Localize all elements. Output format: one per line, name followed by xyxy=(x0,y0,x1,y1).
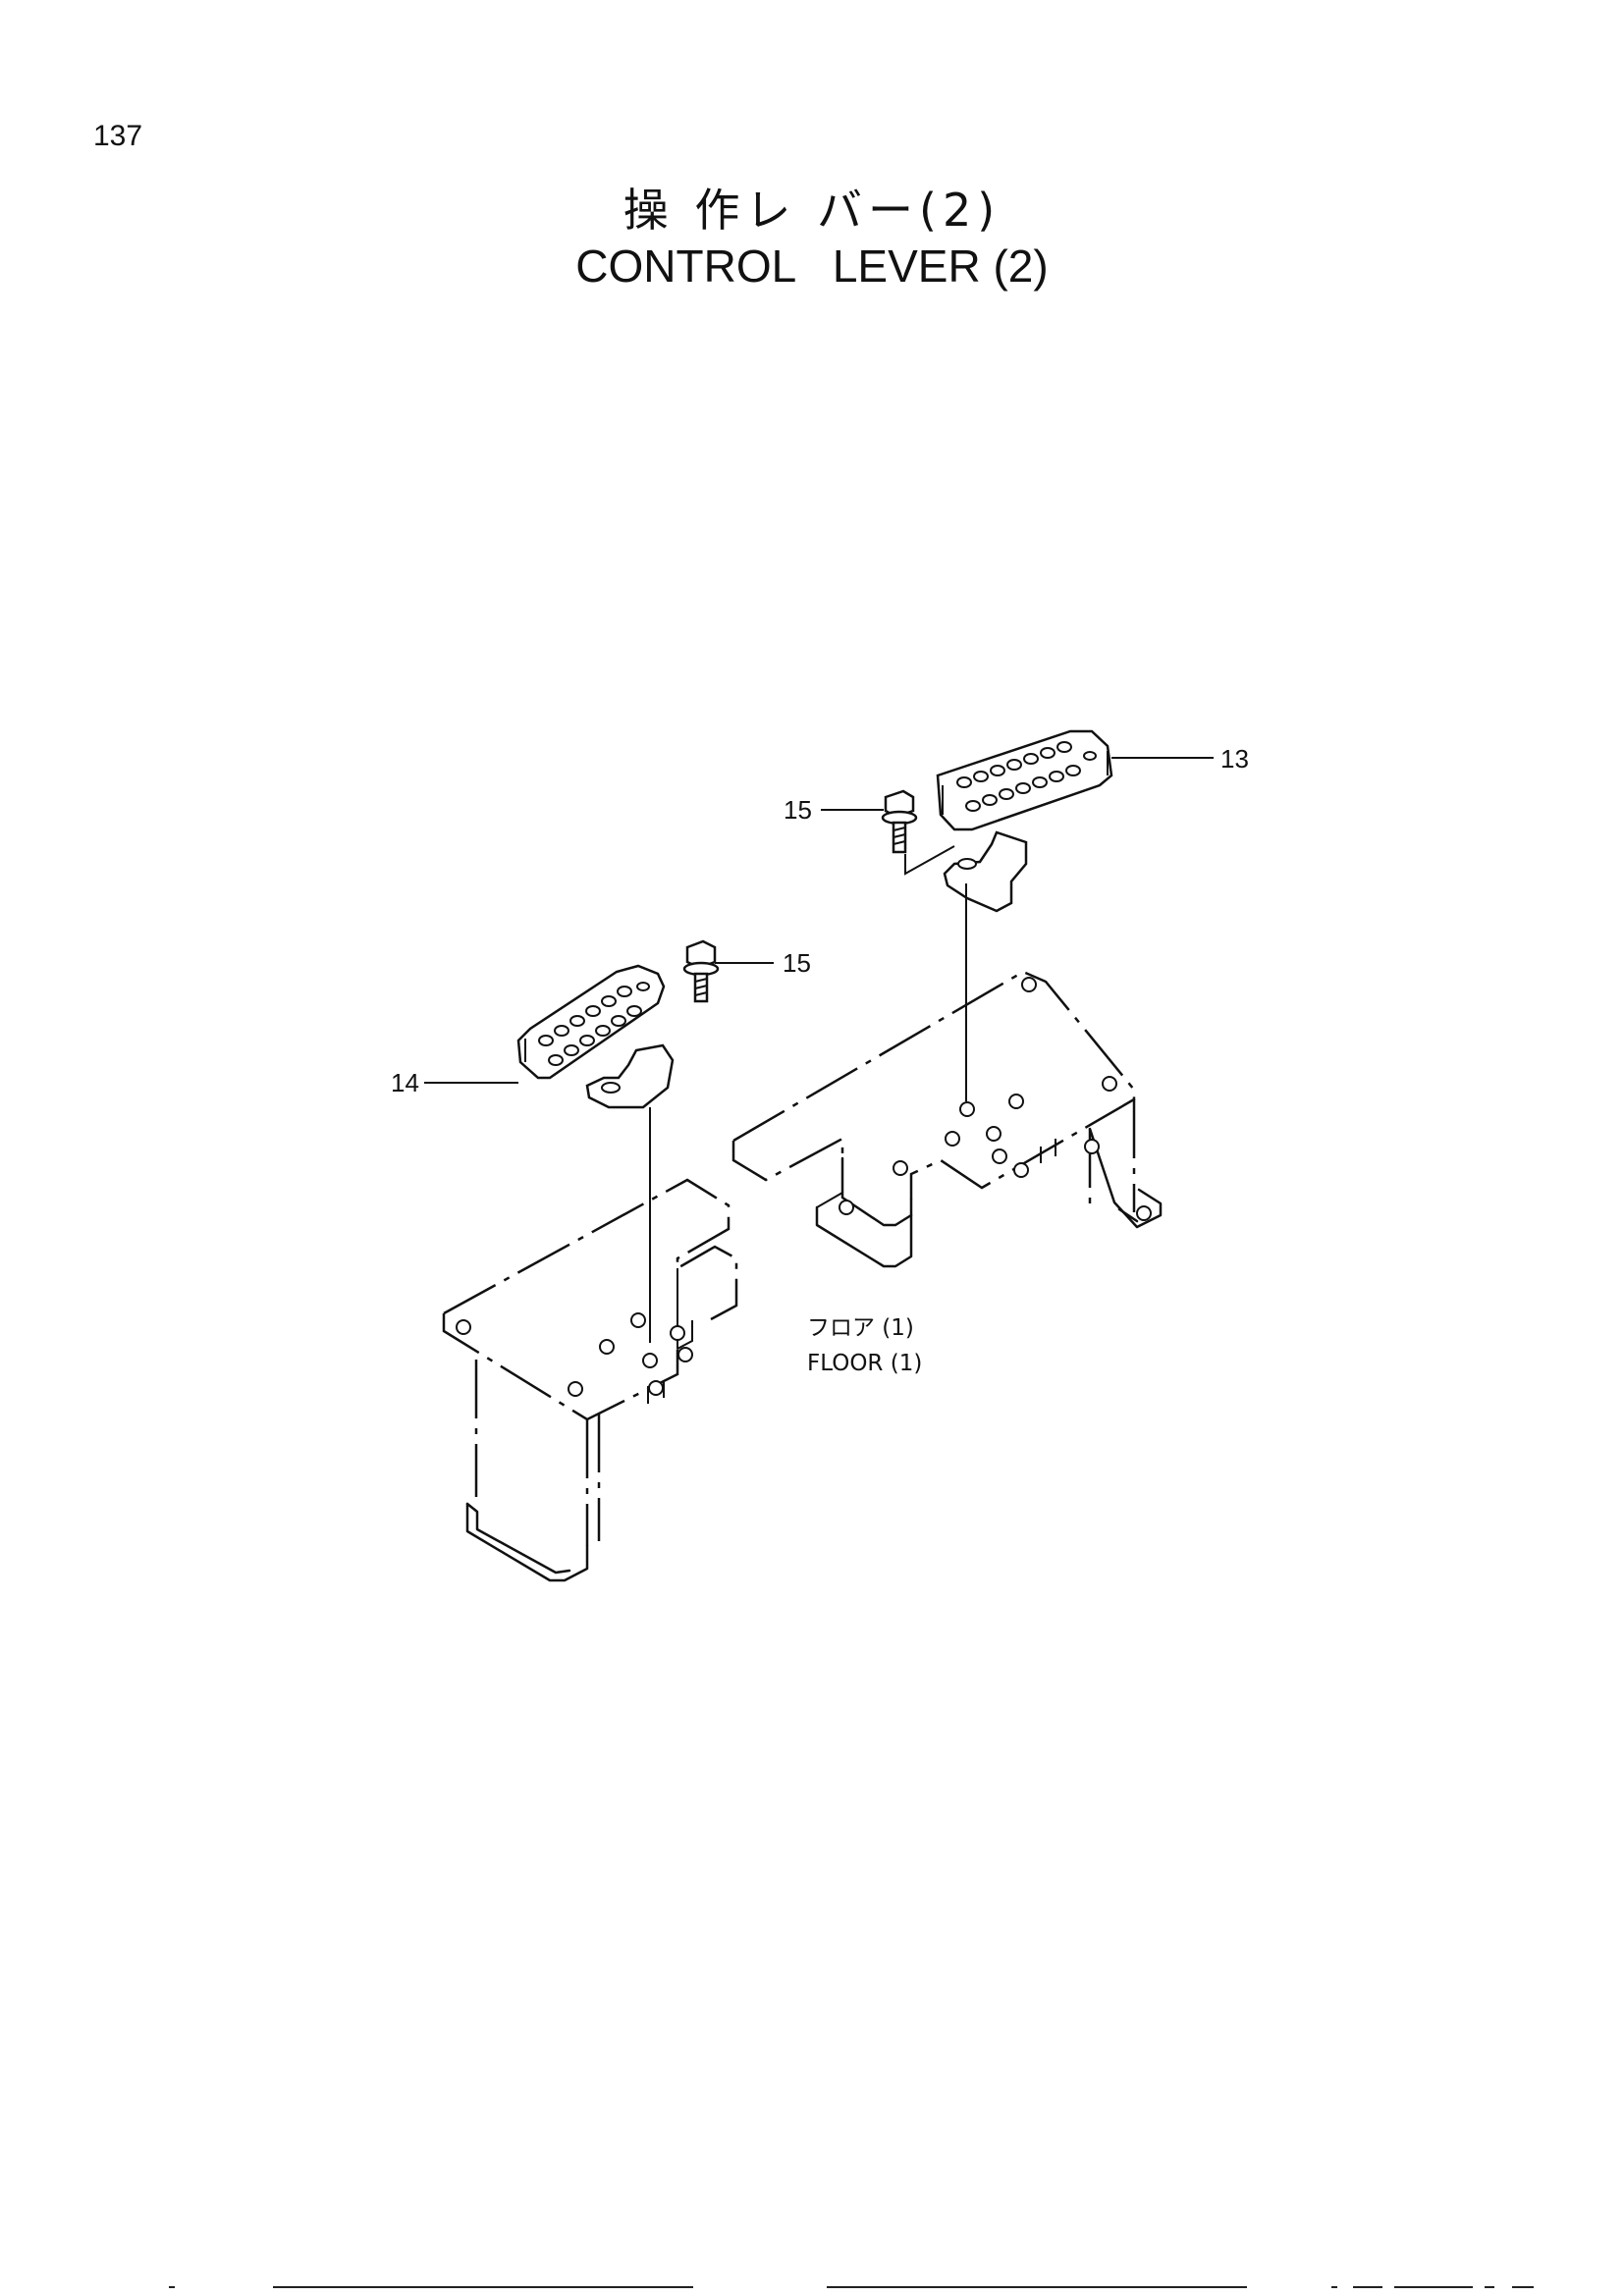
callout-15-left: 15 xyxy=(783,948,811,978)
bolt-left-icon xyxy=(682,939,720,1003)
pedal-right-icon xyxy=(936,729,1113,913)
title-english: CONTROL LEVER (2) xyxy=(575,240,1049,292)
page-number: 137 xyxy=(93,120,143,152)
pedal-holes-right xyxy=(956,741,1097,812)
callout-14: 14 xyxy=(391,1068,419,1097)
callout-13: 13 xyxy=(1220,744,1249,774)
bolt-right-icon xyxy=(881,789,955,876)
pedal-left-icon xyxy=(516,964,675,1109)
floor-plate-right xyxy=(731,970,1163,1268)
title-japanese: 操 作レ バー(2) xyxy=(623,184,1001,237)
floor-label-english: FLOOR (1) xyxy=(807,1351,922,1376)
floor-plate-left xyxy=(442,1178,738,1582)
callout-15-right: 15 xyxy=(784,795,812,825)
floor-label-japanese: フロア (1) xyxy=(807,1315,914,1341)
pedal-holes-left xyxy=(538,982,650,1066)
